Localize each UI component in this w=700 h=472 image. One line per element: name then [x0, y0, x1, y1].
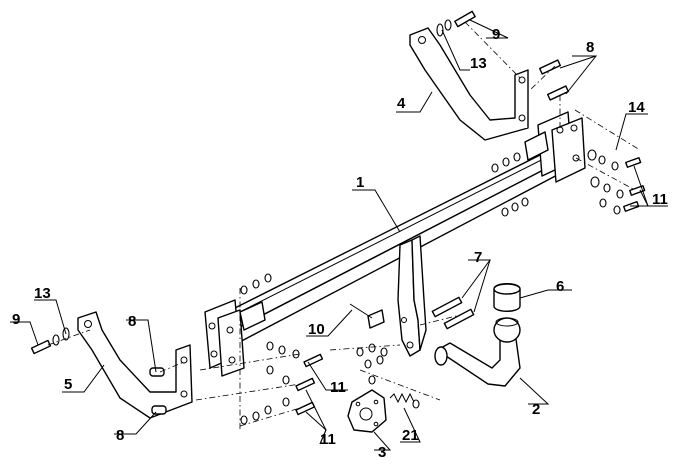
- socket-plate: [347, 389, 387, 433]
- callout-21: 21: [402, 427, 419, 444]
- callout-3: 3: [378, 444, 386, 461]
- callout-10: 10: [308, 321, 325, 338]
- callout-8-left: 8: [128, 313, 136, 330]
- spring: [389, 392, 420, 409]
- callout-2: 2: [532, 401, 540, 418]
- callout-11-mid: 11: [330, 379, 346, 396]
- callout-14: 14: [628, 99, 645, 116]
- callout-labels: 1 2 3 4 5 6 7 8 8 8 9 9 10 11 11 11 13 1…: [12, 26, 668, 461]
- ball-cover: [493, 283, 521, 312]
- side-arm-lower: [77, 311, 193, 419]
- callout-8-upper: 8: [586, 39, 594, 56]
- small-bracket: [349, 303, 385, 329]
- callout-8-lower: 8: [116, 427, 124, 444]
- callout-7: 7: [474, 249, 482, 266]
- crossbar: [204, 111, 586, 377]
- leader-lines: [10, 19, 668, 451]
- centre-bracket: [397, 235, 427, 357]
- callout-5: 5: [64, 376, 72, 393]
- callout-1: 1: [356, 174, 364, 191]
- callout-4: 4: [397, 95, 406, 112]
- callout-9-upper: 9: [492, 26, 500, 43]
- side-arm-upper: [409, 27, 529, 141]
- towball-neck: [434, 317, 521, 387]
- callout-11-right: 11: [652, 191, 668, 208]
- callout-9-left: 9: [12, 311, 20, 328]
- hardware-set: [30, 10, 646, 425]
- assembly-lines: [47, 21, 641, 430]
- callout-13-left: 13: [34, 285, 51, 302]
- callout-13-upper: 13: [470, 55, 487, 72]
- callout-6: 6: [556, 278, 564, 295]
- callout-11-lower: 11: [320, 431, 336, 448]
